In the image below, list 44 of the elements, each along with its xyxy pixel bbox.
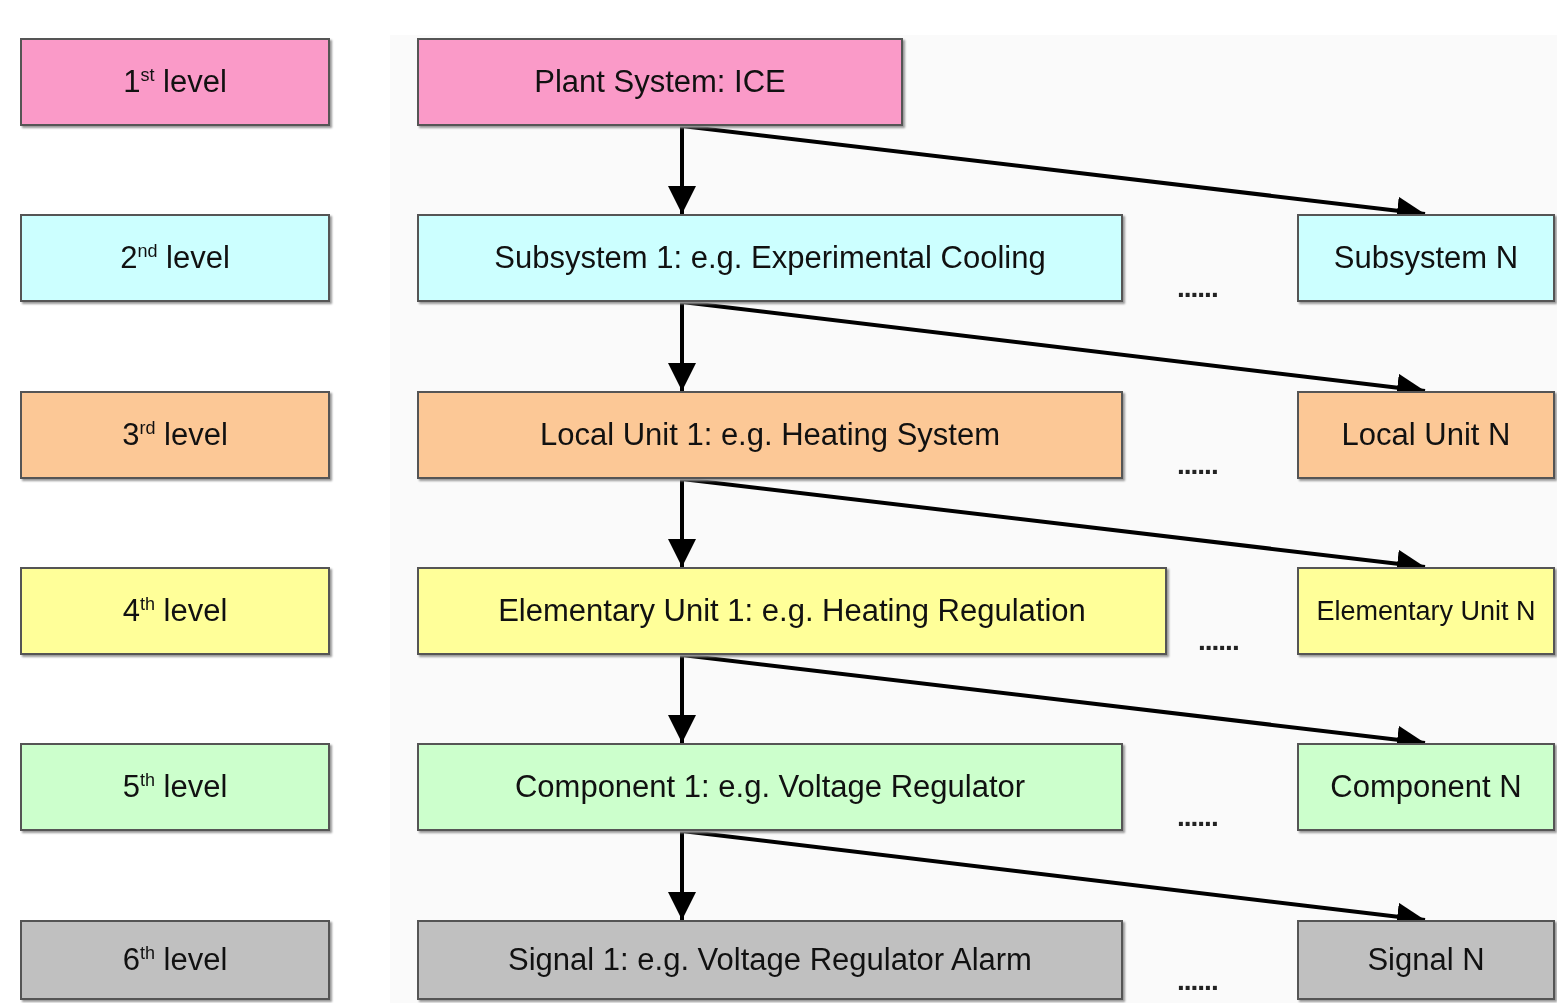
level-box xyxy=(20,214,330,302)
hierarchy-box xyxy=(417,920,1123,1000)
hierarchy-box xyxy=(417,567,1167,655)
box-label: Local Unit 1: e.g. Heating System xyxy=(539,417,1001,453)
box-label: 3$^{rd}$ level xyxy=(122,417,228,453)
box-label: Local Unit N xyxy=(1341,417,1511,453)
arrow xyxy=(668,655,696,743)
level-box xyxy=(20,567,330,655)
box-label: Elementary Unit 1: e.g. Heating Regulation xyxy=(498,593,1086,629)
box-label: Signal 1: e.g. Voltage Regulator Alarm xyxy=(508,942,1032,978)
box-label: Signal N xyxy=(1367,942,1485,978)
box-label: 1$^{st}$ level xyxy=(123,64,227,100)
box-label: Component N xyxy=(1330,769,1522,805)
hierarchy-box xyxy=(1297,920,1555,1000)
ellipsis: ...... xyxy=(1177,801,1218,833)
ellipsis: ...... xyxy=(1198,625,1239,657)
arrow xyxy=(668,831,696,920)
hierarchy-box xyxy=(417,391,1123,479)
hierarchy-box xyxy=(1297,214,1555,302)
hierarchy-box xyxy=(1297,391,1555,479)
level-box xyxy=(20,38,330,126)
hierarchy-box xyxy=(417,743,1123,831)
hierarchy-box xyxy=(1297,743,1555,831)
arrow xyxy=(668,479,696,567)
level-box xyxy=(20,743,330,831)
box-label: 6$^{th}$ level xyxy=(122,942,228,978)
hierarchy-box xyxy=(417,38,903,126)
ellipsis: ...... xyxy=(1177,965,1218,997)
ellipsis: ...... xyxy=(1177,272,1218,304)
arrow xyxy=(668,126,696,214)
box-label: Plant System: ICE xyxy=(534,64,786,100)
hierarchy-box xyxy=(1297,567,1555,655)
arrow xyxy=(668,302,696,391)
level-box xyxy=(20,920,330,1000)
box-label: 5$^{th}$ level xyxy=(122,769,228,805)
box-label: Elementary Unit N xyxy=(1316,595,1536,627)
hierarchy-box xyxy=(417,214,1123,302)
box-label: Component 1: e.g. Voltage Regulator xyxy=(514,769,1026,805)
box-label: Subsystem 1: e.g. Experimental Cooling xyxy=(494,240,1046,276)
box-label: 4$^{th}$ level xyxy=(122,593,228,629)
level-box xyxy=(20,391,330,479)
box-label: Subsystem N xyxy=(1333,240,1519,276)
ellipsis: ...... xyxy=(1177,449,1218,481)
box-label: 2$^{nd}$ level xyxy=(120,240,230,276)
